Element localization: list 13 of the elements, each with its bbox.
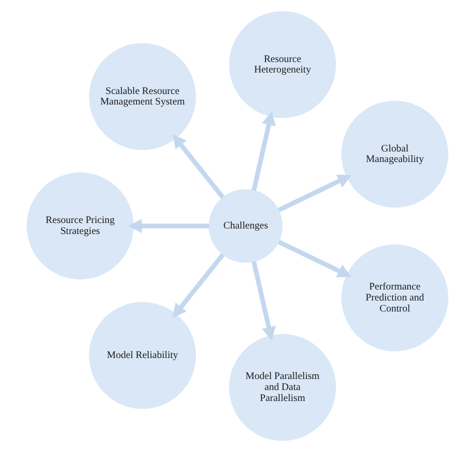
arrow [172, 253, 224, 318]
arrow [251, 112, 276, 191]
arrow [251, 261, 276, 340]
arrow [172, 134, 224, 199]
node-circle: Resource Heterogeneity [228, 11, 336, 118]
node-circle: Model Parallelism and Data Parallelism [228, 334, 336, 441]
node-circle: Resource Pricing Strategies [26, 172, 134, 280]
node-circle: Challenges [208, 189, 282, 263]
arrow [128, 218, 209, 234]
node-circle: Performance Prediction and Control [340, 244, 448, 352]
arrow [277, 174, 351, 212]
node-circle: Global Manageability [340, 100, 448, 208]
arrow [277, 240, 351, 278]
